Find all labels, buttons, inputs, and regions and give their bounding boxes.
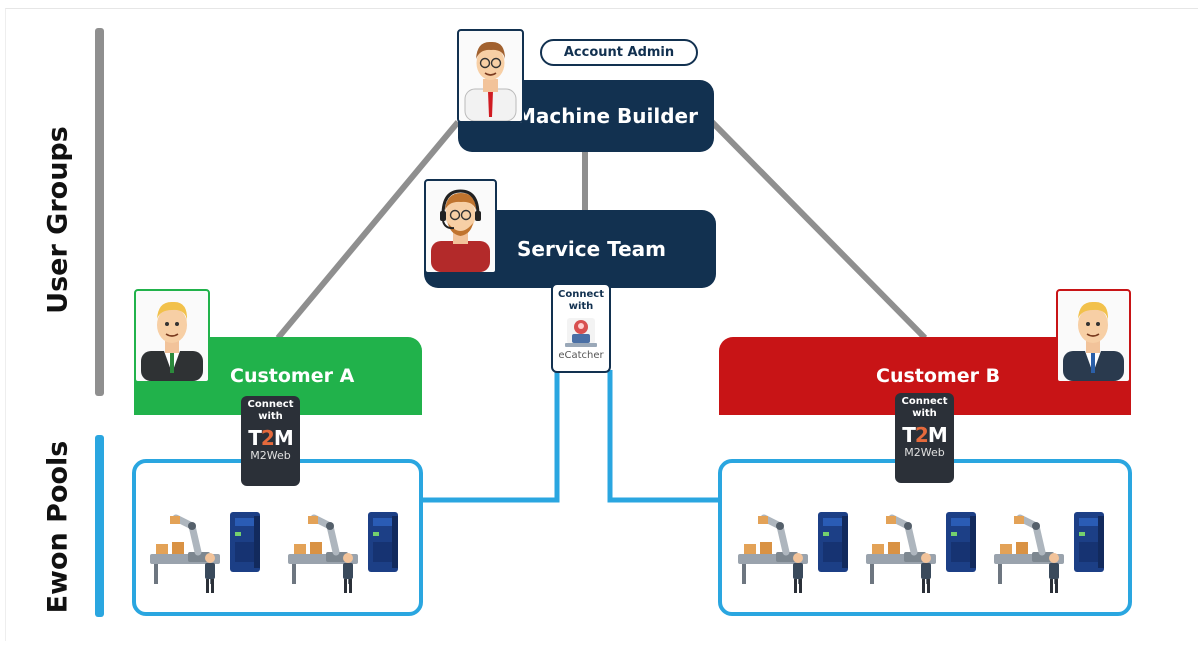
m2web-b-connect-text: Connect xyxy=(901,396,948,407)
person-icon xyxy=(1056,289,1131,383)
robot-arm-icon xyxy=(288,514,358,593)
m2web-a-with-text: with xyxy=(258,411,283,422)
headset-person-icon xyxy=(424,179,497,274)
ecatcher-connector[interactable]: Connect with eCatcher xyxy=(551,283,611,373)
ewon-pools-bar xyxy=(95,435,104,617)
ewon-device-icon xyxy=(368,512,398,572)
account-admin-label: Account Admin xyxy=(563,45,675,60)
m2web-b-with-text: with xyxy=(912,408,937,419)
line-service-to-pool-a xyxy=(422,370,560,503)
machine-cluster xyxy=(866,512,976,593)
ecatcher-connect-text: Connect xyxy=(558,289,604,300)
m2web-b-name: M2Web xyxy=(904,446,945,459)
line-builder-to-customer-b xyxy=(709,119,928,341)
t2m-logo-a: T2M xyxy=(248,426,293,450)
robot-arm-icon xyxy=(150,514,220,593)
person-icon xyxy=(134,289,210,383)
ewon-device-icon xyxy=(1074,512,1104,572)
machine-cluster xyxy=(994,512,1104,593)
m2web-connector-a[interactable]: Connect with T2M M2Web xyxy=(241,396,300,486)
line-builder-to-customer-a xyxy=(275,120,461,340)
customer-b-label: Customer B xyxy=(876,365,1001,387)
machine-builder-label: Machine Builder xyxy=(515,104,698,128)
ewon-device-icon xyxy=(230,512,260,572)
ewon-device-icon xyxy=(946,512,976,572)
robot-arm-icon xyxy=(994,514,1064,593)
machine-cluster xyxy=(288,512,398,593)
machine-cluster xyxy=(738,512,848,593)
ecatcher-name: eCatcher xyxy=(558,350,604,361)
user-groups-bar xyxy=(95,28,104,396)
m2web-connector-b[interactable]: Connect with T2M M2Web xyxy=(895,393,954,483)
customer-a-label: Customer A xyxy=(230,365,355,387)
ecatcher-icon xyxy=(565,318,597,347)
m2web-a-connect-text: Connect xyxy=(247,399,294,410)
t2m-logo-b: T2M xyxy=(902,423,947,447)
m2web-a-name: M2Web xyxy=(250,449,291,462)
ecatcher-with-text: with xyxy=(568,301,594,312)
person-icon xyxy=(457,29,524,123)
ewon-device-icon xyxy=(818,512,848,572)
service-team-label: Service Team xyxy=(517,237,666,261)
diagram-frame xyxy=(5,8,1198,641)
robot-arm-icon xyxy=(866,514,936,593)
line-service-to-pool-b xyxy=(607,370,720,503)
machine-cluster xyxy=(150,512,260,593)
account-admin-badge: Account Admin xyxy=(540,39,698,66)
robot-arm-icon xyxy=(738,514,808,593)
